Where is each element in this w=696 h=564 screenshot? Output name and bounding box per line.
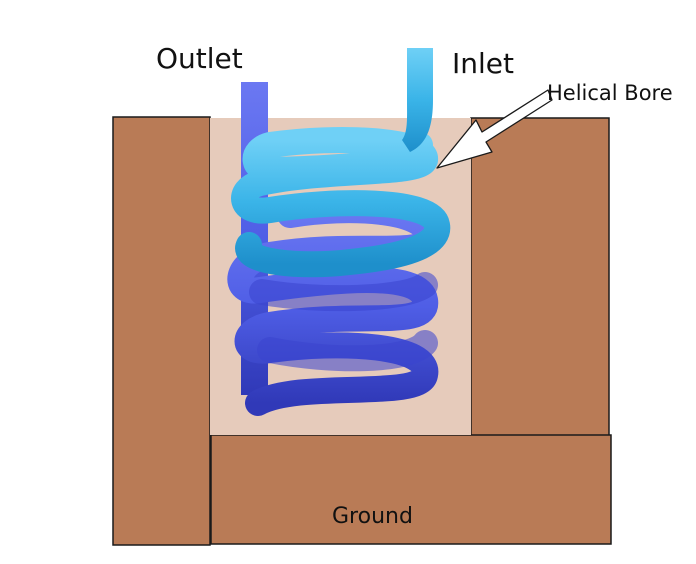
helical-bore-label: Helical Bore xyxy=(547,81,673,105)
ground-right-wall xyxy=(470,117,610,437)
ground-label: Ground xyxy=(332,504,413,529)
ground-left-wall xyxy=(112,116,211,546)
helical-bore-callout-arrow xyxy=(436,89,553,169)
helix-upper-coils xyxy=(231,127,451,278)
inlet-label: Inlet xyxy=(452,47,514,80)
outlet-label: Outlet xyxy=(156,42,243,75)
inlet-pipe xyxy=(402,48,433,152)
